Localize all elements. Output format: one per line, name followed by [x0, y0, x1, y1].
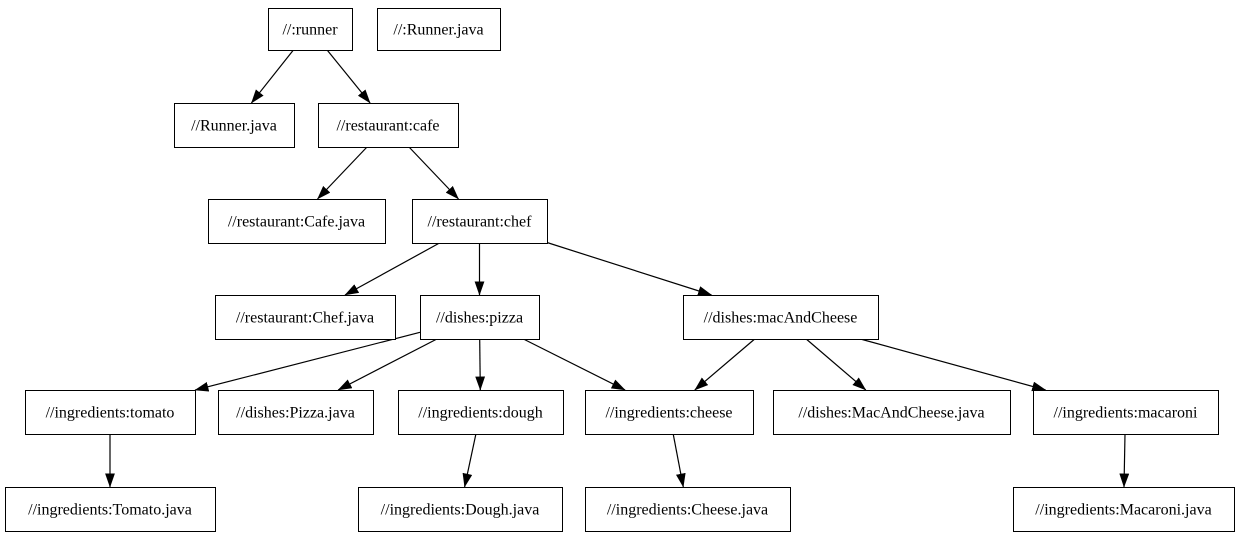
- node-box: [218, 390, 374, 435]
- graph-node-macandcheese-java: //dishes:MacAndCheese.java: [773, 390, 1011, 435]
- graph-node-macaroni: //ingredients:macaroni: [1033, 390, 1219, 435]
- graph-node-cheese-java: //ingredients:Cheese.java: [585, 487, 791, 532]
- graph-node-cafe-java: //restaurant:Cafe.java: [208, 199, 386, 244]
- node-label: //restaurant:chef: [428, 214, 533, 231]
- node-box: [412, 199, 548, 244]
- node-label: //ingredients:Tomato.java: [28, 502, 192, 519]
- node-label: //dishes:MacAndCheese.java: [798, 405, 984, 422]
- graph-node-macandcheese: //dishes:macAndCheese: [683, 295, 879, 340]
- graph-node-runner: //:runner: [268, 8, 353, 51]
- node-label: //dishes:Pizza.java: [236, 405, 355, 422]
- node-label: //:runner: [282, 22, 338, 39]
- node-label: //Runner.java: [191, 118, 277, 135]
- node-label: //ingredients:Cheese.java: [607, 502, 768, 519]
- node-box: [1033, 390, 1219, 435]
- node-label: //dishes:pizza: [436, 310, 523, 327]
- node-box: [208, 199, 386, 244]
- node-box: [358, 487, 563, 532]
- node-box: [683, 295, 879, 340]
- graph-edge-macandcheese-to-cheese: [694, 338, 756, 391]
- graph-node-dough-java: //ingredients:Dough.java: [358, 487, 563, 532]
- nodes-layer: //:runner //:Runner.java //Runner.java //re…: [5, 8, 1235, 532]
- node-box: [398, 390, 564, 435]
- graph-node-runner-java-root: //:Runner.java: [377, 8, 501, 51]
- node-box: [773, 390, 1011, 435]
- graph-edge-macaroni-to-macaroni-java: [1119, 433, 1130, 488]
- graph-node-pizza-java: //dishes:Pizza.java: [218, 390, 374, 435]
- graph-edge-runner-to-cafe: [326, 49, 371, 104]
- node-label: //ingredients:dough: [418, 405, 542, 422]
- node-box: [268, 8, 353, 51]
- node-label: //ingredients:macaroni: [1054, 405, 1199, 422]
- graph-edge-cafe-to-chef: [408, 146, 459, 200]
- node-box: [1013, 487, 1235, 532]
- node-label: //ingredients:Macaroni.java: [1035, 502, 1211, 519]
- graph-edge-cafe-to-cafe-java: [317, 146, 368, 200]
- node-label: //ingredients:Dough.java: [381, 502, 540, 519]
- graph-edge-macandcheese-to-macandcheese-java: [805, 338, 867, 391]
- node-label: //ingredients:cheese: [605, 405, 732, 422]
- graph-node-chef-java: //restaurant:Chef.java: [215, 295, 396, 340]
- graph-edge-dough-to-dough-java: [462, 433, 477, 488]
- node-box: [5, 487, 216, 532]
- graph-edge-runner-to-runner-java: [250, 49, 294, 104]
- graph-node-tomato: //ingredients:tomato: [25, 390, 196, 435]
- graph-edge-chef-to-chef-java: [344, 242, 440, 296]
- node-label: //restaurant:Chef.java: [236, 310, 374, 327]
- edges-layer: [105, 49, 1130, 488]
- node-label: //dishes:macAndCheese: [704, 310, 858, 327]
- node-box: [215, 295, 396, 340]
- graph-edge-macandcheese-to-macaroni: [860, 338, 1047, 392]
- graph-edge-chef-to-macandcheese: [546, 241, 713, 296]
- graph-node-cheese: //ingredients:cheese: [585, 390, 754, 435]
- graph-node-tomato-java: //ingredients:Tomato.java: [5, 487, 216, 532]
- node-box: [318, 103, 459, 148]
- node-box: [174, 103, 295, 148]
- node-label: //restaurant:Cafe.java: [228, 214, 365, 231]
- node-box: [585, 487, 791, 532]
- graph-edge-pizza-to-pizza-java: [337, 338, 438, 391]
- graph-edge-cheese-to-cheese-java: [672, 433, 686, 488]
- graph-edge-pizza-to-cheese: [523, 338, 626, 391]
- graph-edge-pizza-to-tomato: [194, 331, 421, 392]
- graph-edge-pizza-to-dough: [475, 338, 486, 391]
- graph-node-pizza: //dishes:pizza: [420, 295, 540, 340]
- node-box: [377, 8, 501, 51]
- graph-node-runner-java: //Runner.java: [174, 103, 295, 148]
- node-label: //ingredients:tomato: [46, 405, 175, 422]
- node-box: [585, 390, 754, 435]
- node-box: [25, 390, 196, 435]
- graph-node-cafe: //restaurant:cafe: [318, 103, 459, 148]
- graph-node-chef: //restaurant:chef: [412, 199, 548, 244]
- graph-node-macaroni-java: //ingredients:Macaroni.java: [1013, 487, 1235, 532]
- graph-node-dough: //ingredients:dough: [398, 390, 564, 435]
- node-label: //:Runner.java: [393, 22, 483, 39]
- node-label: //restaurant:cafe: [336, 118, 439, 135]
- node-box: [420, 295, 540, 340]
